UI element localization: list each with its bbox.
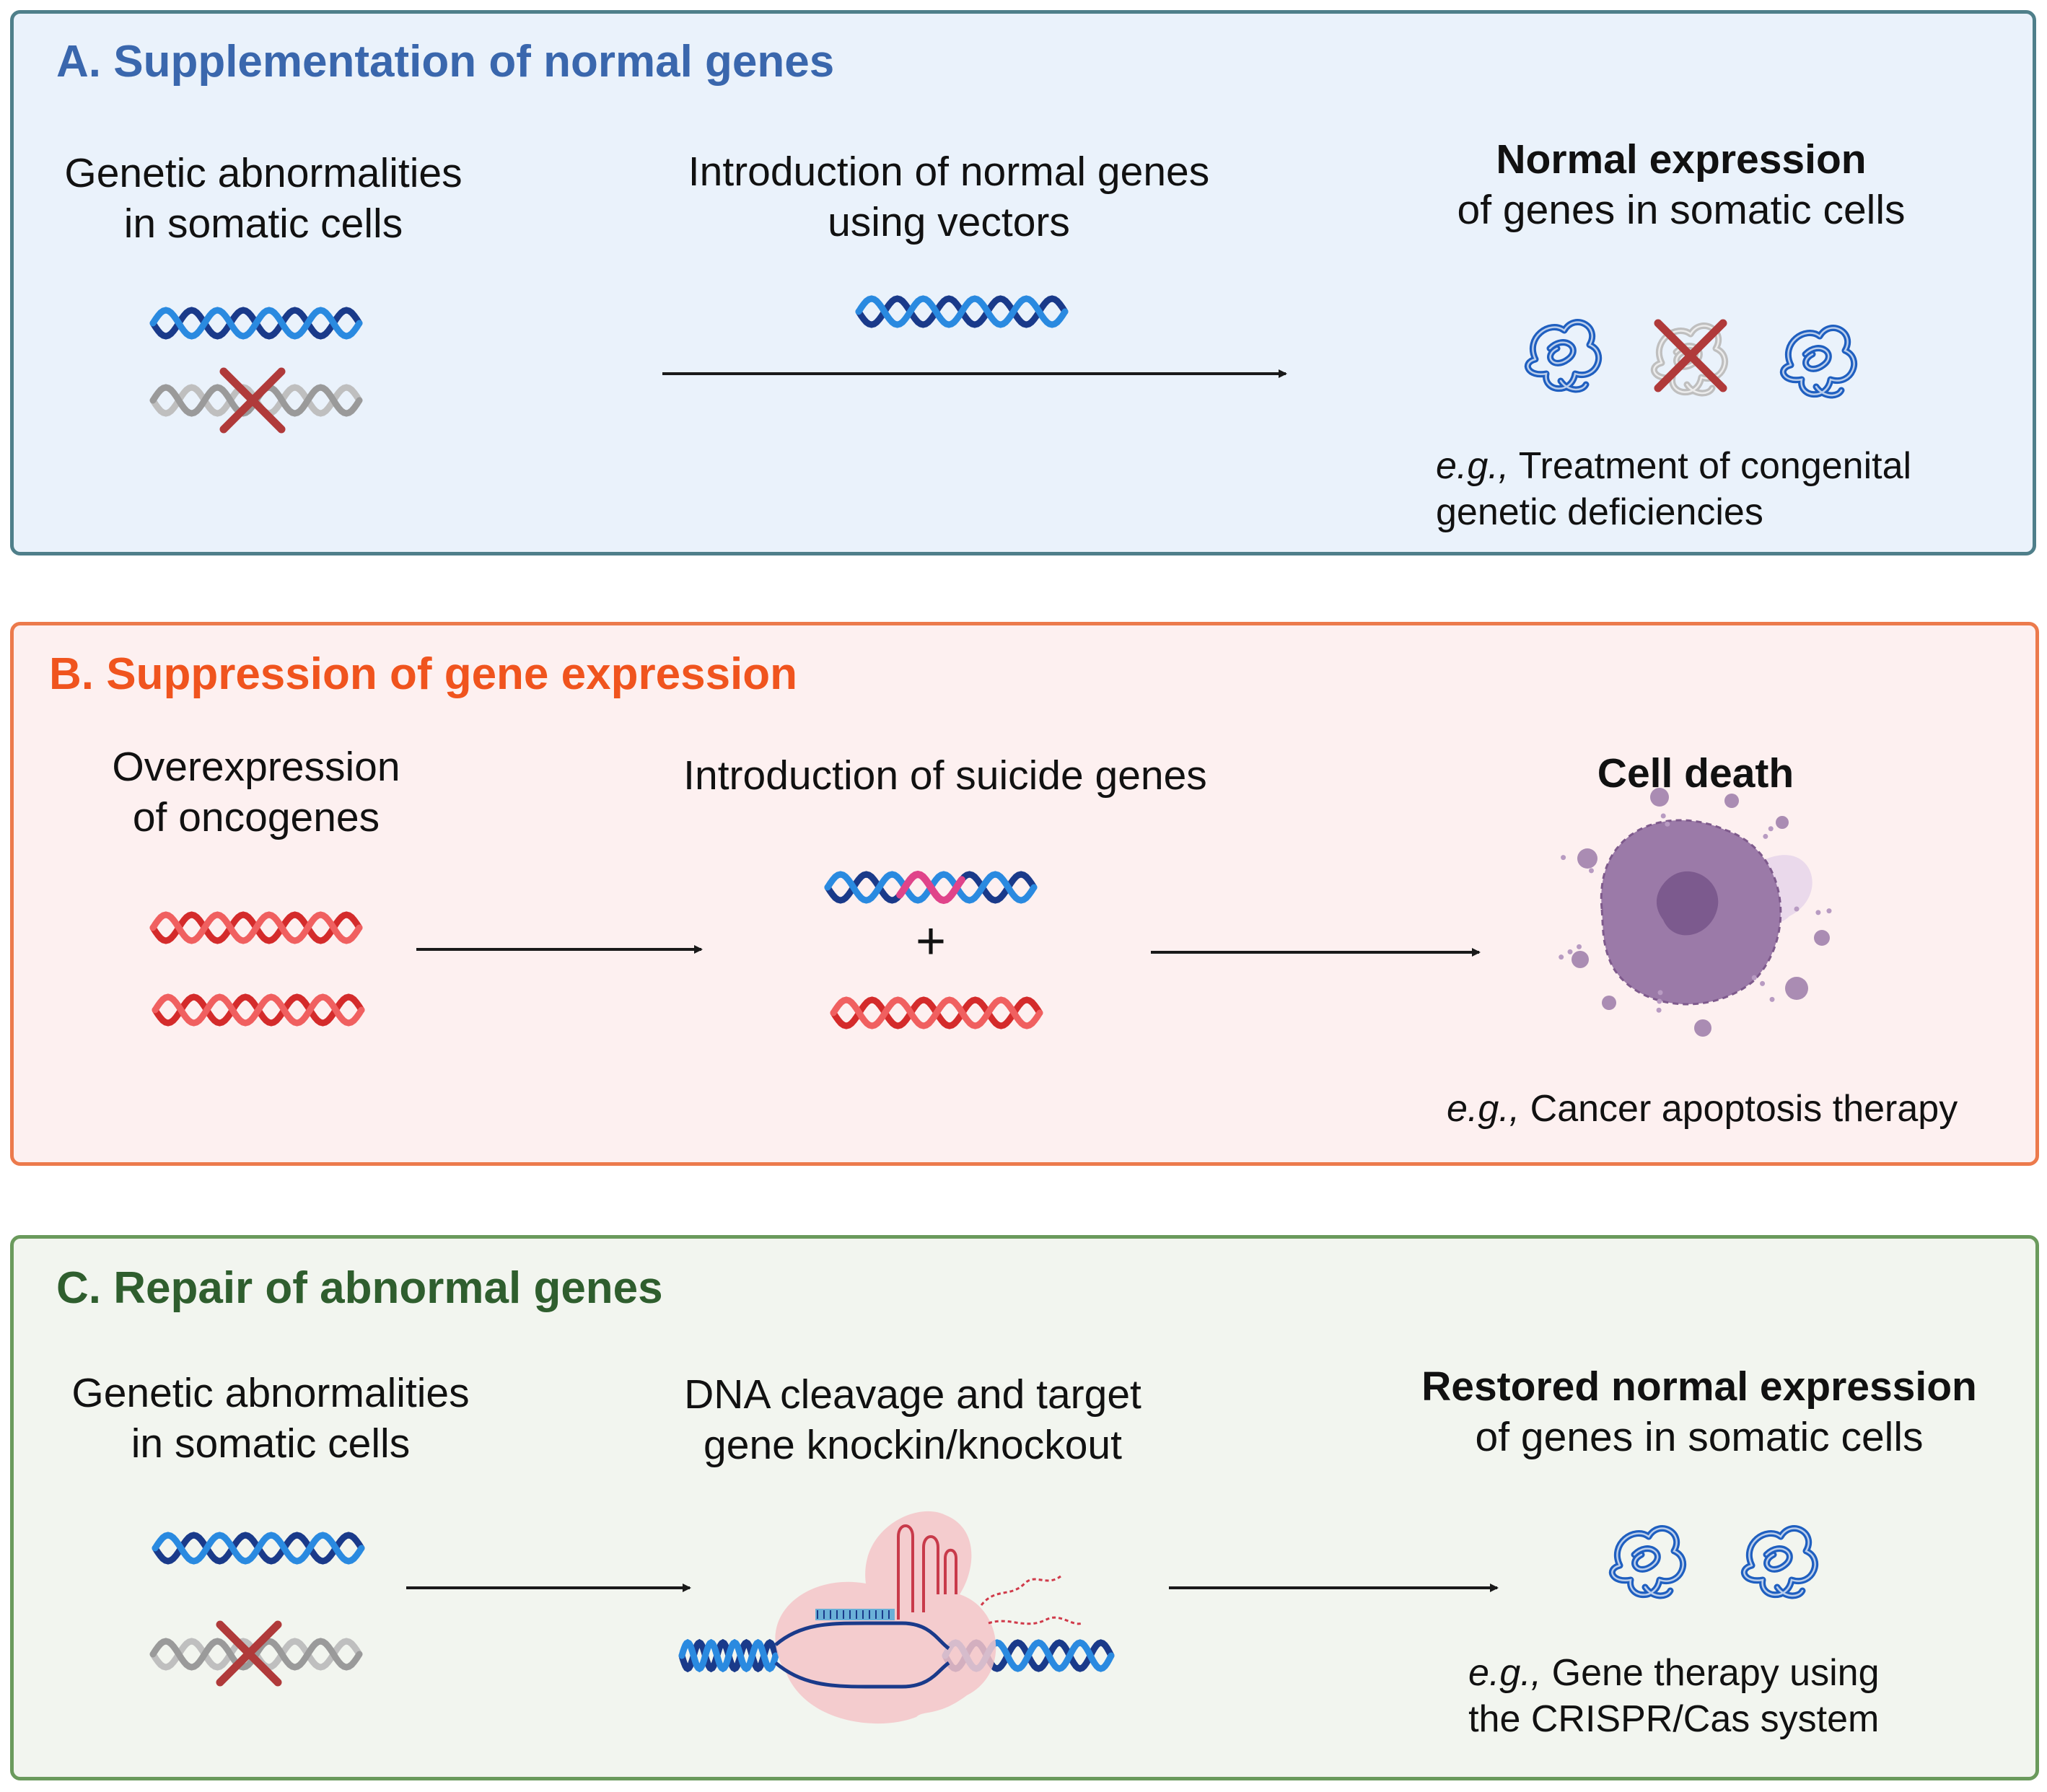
- panel-a-step2-line1: Introduction of normal genes: [688, 149, 1210, 195]
- example-text: Gene therapy using: [1541, 1652, 1880, 1694]
- protein-icon: [1608, 1525, 1687, 1599]
- example-text: Cancer apoptosis therapy: [1520, 1088, 1958, 1130]
- protein-icon: [1779, 325, 1858, 399]
- apoptotic-bleb: [1577, 848, 1597, 869]
- dna-helix-icon: [149, 1638, 363, 1671]
- panel-c-step1-label: Genetic abnormalities in somatic cells: [36, 1368, 505, 1469]
- cell-debris: [1760, 980, 1766, 986]
- arrows-layer: [406, 369, 1499, 1592]
- panel-c-step2-line1: DNA cleavage and target: [684, 1371, 1141, 1418]
- apoptotic-bleb: [1602, 996, 1616, 1010]
- apoptotic-bleb: [1814, 930, 1830, 946]
- panel-b-example: e.g., Cancer apoptosis therapy: [1447, 1086, 1958, 1132]
- panel-c: [10, 1235, 2039, 1780]
- protein-icon: [1524, 319, 1603, 393]
- cross-mark-icon: [219, 367, 286, 434]
- panel-c-step1-line1: Genetic abnormalities: [71, 1370, 470, 1416]
- dying-cell-icon: [1559, 788, 1832, 1037]
- panel-a-result-label: Normal expression of genes in somatic ce…: [1393, 134, 1970, 235]
- cell-debris: [1751, 975, 1757, 980]
- dna-helix-icon: [855, 295, 1069, 328]
- apoptotic-bleb: [1650, 788, 1669, 807]
- panel-c-example-line1: e.g., Gene therapy using: [1468, 1652, 1880, 1694]
- eg-prefix: e.g.,: [1447, 1088, 1520, 1130]
- panel-b-step2-line1: Introduction of suicide genes: [683, 752, 1207, 799]
- panel-c-example-line2: the CRISPR/Cas system: [1468, 1698, 1880, 1740]
- panel-c-step1-line2: in somatic cells: [131, 1420, 411, 1467]
- cell-debris: [1815, 910, 1821, 915]
- crispr-cas-icon: [774, 1511, 1083, 1724]
- suicide-gene-helix-icon: [824, 870, 1038, 905]
- panel-a-example-line2: genetic deficiencies: [1436, 491, 1763, 533]
- cell-debris: [1567, 949, 1573, 954]
- dna-layer: [149, 295, 1115, 1673]
- apoptotic-bleb: [1785, 977, 1808, 1000]
- panel-c-step2-label: DNA cleavage and target gene knockin/kno…: [635, 1369, 1191, 1470]
- apoptotic-bleb: [1776, 816, 1789, 829]
- cell-debris: [1657, 990, 1663, 996]
- panel-a-step1-line1: Genetic abnormalities: [64, 150, 463, 196]
- panel-b-step2-label: Introduction of suicide genes: [621, 750, 1270, 801]
- cell-debris: [1561, 855, 1566, 861]
- cell-debris: [1588, 868, 1594, 874]
- panel-c-result-bold: Restored normal expression: [1421, 1363, 1977, 1410]
- panel-b-step1-line2: of oncogenes: [132, 794, 380, 840]
- panel-c-step2-line2: gene knockin/knockout: [703, 1422, 1122, 1468]
- apoptotic-bleb: [1694, 1019, 1711, 1037]
- cell-debris: [1660, 813, 1666, 819]
- panel-a-result-rest: of genes in somatic cells: [1457, 187, 1906, 233]
- panel-b-step1-label: Overexpression of oncogenes: [43, 742, 469, 843]
- panel-a-step2-line2: using vectors: [828, 199, 1070, 245]
- cell-debris: [1657, 998, 1662, 1004]
- panel-b-plus: +: [915, 913, 947, 970]
- panel-a-step1-line2: in somatic cells: [123, 201, 403, 247]
- panel-b-title: B. Suppression of gene expression: [49, 649, 798, 699]
- panel-c-result-rest: of genes in somatic cells: [1475, 1414, 1924, 1460]
- dna-helix-icon: [152, 1532, 365, 1565]
- dna-helix-icon: [149, 307, 363, 340]
- panel-a-result-bold: Normal expression: [1496, 136, 1867, 183]
- cell-debris: [1769, 996, 1775, 1002]
- apoptotic-bleb: [1724, 794, 1739, 808]
- panel-a: [10, 10, 2036, 555]
- cell-debris: [1763, 833, 1768, 839]
- panel-a-title: A. Supplementation of normal genes: [56, 37, 835, 87]
- panel-b-step1-line1: Overexpression: [112, 744, 400, 790]
- panel-a-example: e.g., Treatment of congenital genetic de…: [1436, 443, 1911, 535]
- eg-prefix: e.g.,: [1436, 445, 1509, 487]
- panel-a-example-line1: e.g., Treatment of congenital: [1436, 445, 1911, 487]
- cell-debris: [1665, 821, 1670, 827]
- panel-b-result-bold: Cell death: [1597, 750, 1794, 796]
- example-text: Treatment of congenital: [1509, 445, 1912, 487]
- apoptotic-bleb: [1572, 951, 1589, 968]
- dna-helix-icon: [152, 993, 365, 1027]
- cell-debris: [1577, 944, 1582, 949]
- guide-rna-pairing: [815, 1609, 895, 1620]
- cell-debris: [1559, 954, 1564, 960]
- target-dna-left-icon: [678, 1638, 779, 1673]
- panel-c-example: e.g., Gene therapy using the CRISPR/Cas …: [1468, 1650, 1880, 1742]
- panel-b-result-label: Cell death: [1479, 748, 1912, 799]
- panel-a-step2-label: Introduction of normal genes using vecto…: [635, 146, 1263, 247]
- cell-debris: [1826, 908, 1832, 914]
- misc-layer: [216, 319, 1858, 1724]
- panel-a-step1-label: Genetic abnormalities in somatic cells: [29, 148, 498, 249]
- panel-c-title: C. Repair of abnormal genes: [56, 1263, 663, 1313]
- cell-debris: [1794, 906, 1800, 912]
- dna-helix-icon: [149, 911, 363, 944]
- protein-icon: [1740, 1525, 1819, 1599]
- cross-mark-icon: [216, 1620, 282, 1687]
- cell-debris: [1656, 1007, 1662, 1013]
- cross-mark-icon: [1654, 319, 1727, 392]
- eg-prefix: e.g.,: [1468, 1652, 1542, 1694]
- panel-c-result-label: Restored normal expression of genes in s…: [1393, 1361, 2006, 1462]
- cell-debris: [1768, 826, 1774, 832]
- dna-helix-icon: [830, 996, 1043, 1029]
